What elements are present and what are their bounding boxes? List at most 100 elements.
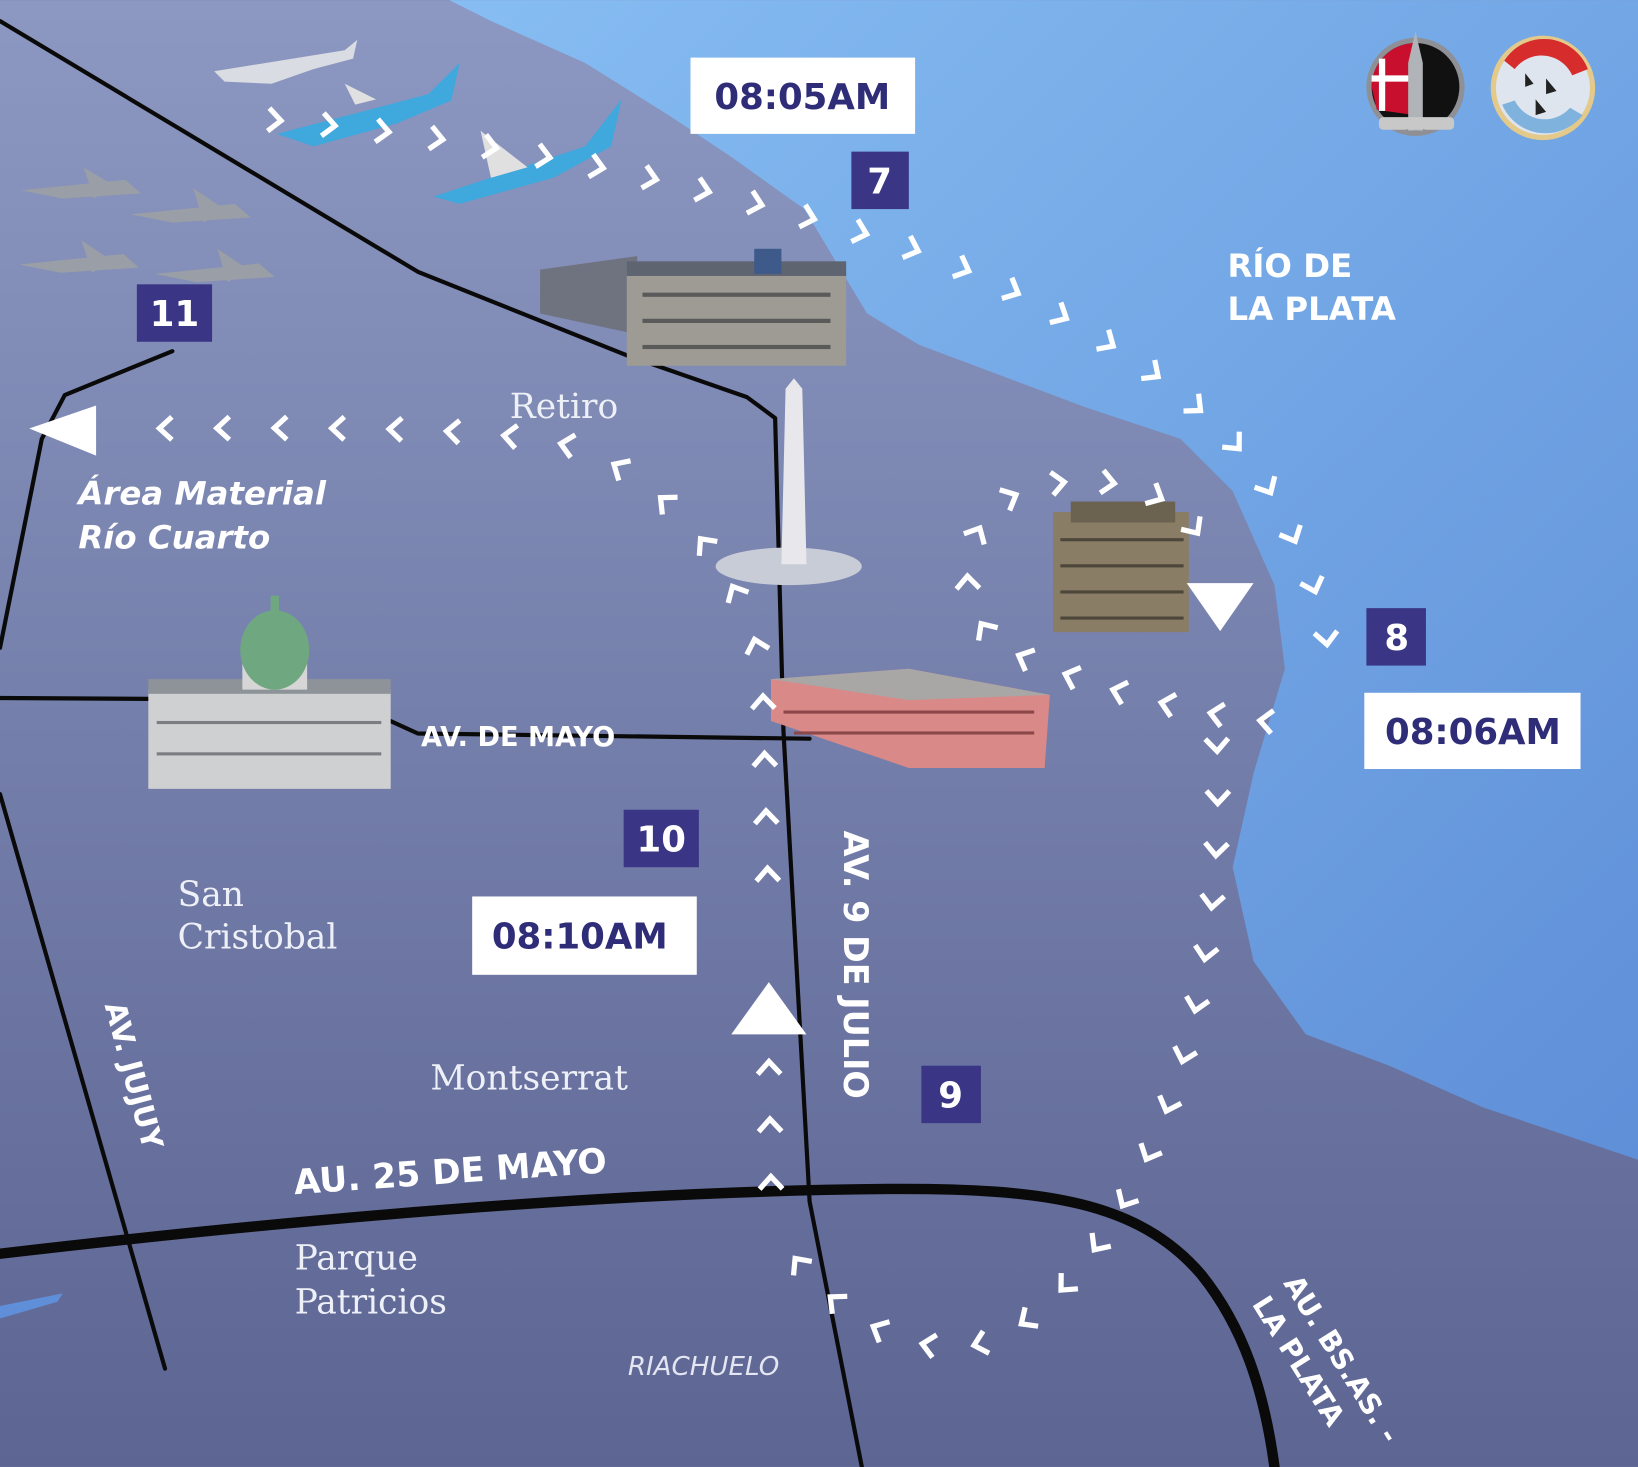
chevron-icon — [1203, 840, 1230, 860]
chevron-icon — [998, 487, 1020, 512]
neighborhood-parque-patricios-2: Patricios — [295, 1282, 447, 1322]
waypoint-time: 08:05AM — [714, 77, 890, 118]
chevron-icon — [1115, 1188, 1140, 1210]
chevron-icon — [756, 1115, 784, 1134]
riachuelo-label: RIACHUELO — [628, 1352, 779, 1382]
airliner-icon — [276, 62, 460, 147]
chevron-icon — [1089, 1232, 1112, 1253]
waypoint-8: 8 — [1366, 608, 1426, 666]
destination-label-line1: Área Material — [75, 475, 327, 513]
chevron-icon — [752, 806, 780, 826]
chevron-icon — [534, 142, 554, 169]
chevron-icon — [798, 203, 819, 230]
road-label-av-de-mayo: AV. DE MAYO — [421, 722, 615, 753]
chevron-icon — [749, 692, 777, 711]
peace-condor-patch-logo — [1366, 31, 1465, 136]
road-av-jujuy — [0, 792, 168, 1371]
destination-label-line2: Río Cuarto — [78, 519, 270, 557]
chevron-icon — [1253, 475, 1278, 497]
chevron-icon — [1203, 736, 1231, 756]
chevron-icon — [951, 254, 973, 280]
chevron-icon — [657, 494, 678, 515]
chevron-icon — [757, 1172, 785, 1191]
river-water — [449, 0, 1638, 1160]
chevron-icon — [556, 432, 577, 459]
chevron-icon — [696, 535, 718, 556]
fighter-jet-icon — [18, 240, 139, 273]
chevron-icon — [1184, 994, 1211, 1015]
kavanagh-building — [1053, 501, 1189, 633]
fighter-jets-formation — [18, 167, 275, 283]
chevron-icon — [640, 164, 661, 191]
waypoint-7: 7 — [851, 151, 909, 210]
road-diagonal — [0, 18, 864, 1467]
chevron-icon — [500, 423, 520, 450]
chevron-icon — [427, 124, 447, 152]
fighter-jet-icon — [154, 248, 275, 283]
obelisk-icon — [715, 378, 862, 586]
chevron-icon — [1221, 431, 1242, 452]
chevron-icon — [1193, 943, 1220, 964]
arrowhead-icon — [731, 982, 807, 1035]
chevron-icon — [1109, 679, 1130, 706]
chevron-icon — [212, 414, 232, 442]
water-label-line2: LA PLATA — [1227, 290, 1395, 328]
waypoint-11: 11 — [136, 284, 213, 342]
waypoint-10: 10 — [623, 809, 699, 868]
chevron-icon — [1204, 789, 1232, 808]
chevron-icon — [1048, 470, 1069, 497]
chevron-icon — [755, 1057, 783, 1076]
chevron-icon — [754, 864, 782, 883]
chevron-icon — [790, 1255, 813, 1276]
airliner-icon — [214, 39, 358, 84]
road-west — [0, 349, 175, 650]
chevron-icon — [385, 415, 404, 443]
chevron-icon — [1180, 515, 1203, 537]
chevron-icon — [480, 133, 501, 160]
waypoint-number: 8 — [1384, 618, 1409, 659]
waypoint-number: 9 — [938, 1075, 963, 1116]
chevron-icon — [1095, 329, 1117, 352]
chevron-icon — [1138, 1142, 1163, 1163]
chevron-icon — [1058, 1273, 1079, 1293]
casa-rosada-building — [770, 668, 1050, 768]
waypoint-number: 11 — [150, 294, 199, 335]
fighter-jet-icon — [20, 167, 142, 199]
chevron-icon — [1061, 665, 1082, 691]
chevron-icon — [1278, 524, 1303, 545]
chevron-icon — [1299, 574, 1325, 596]
neighborhood-retiro: Retiro — [510, 387, 618, 427]
chevron-icon — [1015, 647, 1036, 672]
time-08-10: 08:10AM — [472, 896, 697, 975]
waypoint-time: 08:06AM — [1385, 712, 1561, 753]
chevron-icon — [725, 583, 750, 604]
chevron-icon — [1256, 708, 1276, 736]
neighborhood-montserrat: Montserrat — [430, 1059, 628, 1099]
chevron-icon — [1183, 393, 1204, 414]
chevron-icon — [962, 524, 987, 546]
chevron-icon — [270, 414, 289, 442]
chevron-icon — [1001, 276, 1022, 301]
neighborhood-san-cristobal-2: Cristobal — [178, 918, 338, 958]
arrowhead-icon — [1186, 583, 1254, 632]
neighborhood-san-cristobal-1: San — [178, 875, 244, 915]
congress-building — [148, 595, 391, 789]
chevron-icon — [975, 620, 999, 641]
road-au-25-de-mayo — [0, 1183, 1280, 1467]
neighborhood-parque-patricios-1: Parque — [295, 1238, 418, 1278]
chevron-icon — [327, 414, 347, 442]
water-inlet — [0, 1293, 63, 1319]
chevron-icon — [918, 1332, 939, 1360]
chevron-icon — [1098, 468, 1119, 496]
flight-route — [155, 106, 1340, 1360]
chevron-icon — [1144, 482, 1166, 507]
chevron-icon — [1172, 1045, 1199, 1066]
chevron-icon — [1157, 1094, 1183, 1115]
chevron-icon — [1157, 692, 1178, 719]
chevron-icon — [901, 234, 922, 260]
chevron-icon — [373, 117, 393, 145]
chevron-icon — [751, 749, 779, 768]
chevron-icon — [744, 635, 771, 656]
water-label-line1: RÍO DE — [1227, 247, 1352, 285]
